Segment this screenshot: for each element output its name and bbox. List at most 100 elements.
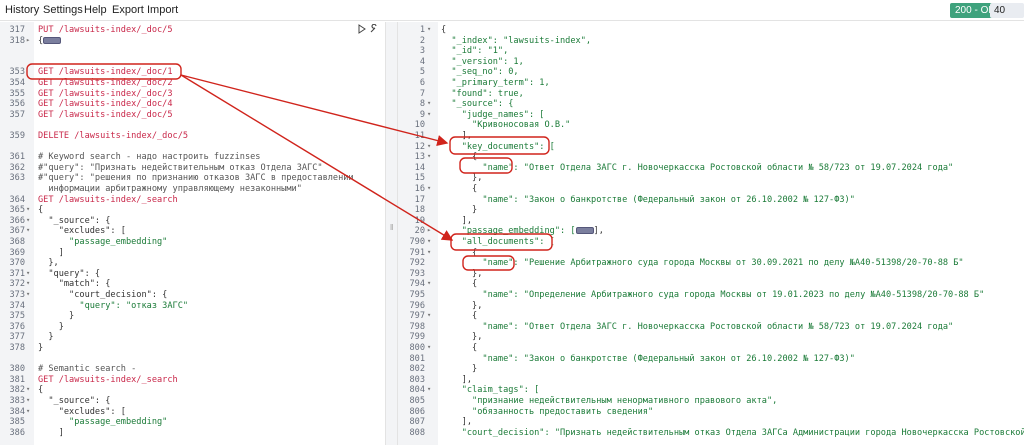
code-content: "обязанность предоставить сведения" — [441, 406, 654, 417]
line-number: 792 — [409, 258, 425, 269]
pane-splitter[interactable]: ‖ — [385, 22, 398, 445]
fold-open-icon[interactable]: ▾ — [427, 152, 432, 161]
fold-open-icon[interactable]: ▾ — [427, 25, 432, 33]
fold-closed-icon[interactable]: ▸ — [26, 35, 31, 44]
code-content: GET /lawsuits-index/_search — [38, 194, 178, 205]
fold-open-icon[interactable]: ▾ — [427, 279, 432, 288]
code-content: }, — [38, 258, 59, 269]
code-text: "_source": { — [38, 396, 110, 406]
line-number: 791 — [409, 247, 425, 258]
code-text: } — [38, 343, 43, 353]
fold-open-icon[interactable]: ▾ — [26, 279, 31, 288]
fold-open-icon[interactable]: ▾ — [427, 141, 432, 150]
line-number: 362 — [9, 162, 25, 173]
line-number: 367 — [9, 226, 25, 237]
code-content: ], — [441, 215, 473, 226]
line-number: 378 — [9, 343, 25, 353]
code-content: "key_documents": [ — [441, 141, 555, 152]
code-content: "name": "Ответ Отдела ЗАГС г. Новочеркас… — [441, 321, 954, 332]
fold-closed-icon[interactable]: ▸ — [427, 226, 432, 235]
menu-bar: History Settings Help Export Import 200 … — [0, 0, 1024, 31]
line-number: 357 — [9, 109, 25, 120]
code-content: { — [38, 205, 44, 216]
line-number: 16 — [414, 184, 425, 194]
menu-import[interactable]: Import — [147, 4, 179, 16]
menu-settings[interactable]: Settings — [43, 4, 83, 16]
code-text: "name": "Решение Арбитражного суда город… — [441, 258, 963, 268]
fold-open-icon[interactable]: ▾ — [26, 385, 31, 394]
line-number: 366 — [9, 215, 25, 226]
fold-open-icon[interactable]: ▾ — [427, 184, 432, 192]
code-text: ] — [38, 248, 64, 258]
line-number: 375 — [9, 311, 25, 322]
code-content: "Кривоносовая О.В." — [441, 120, 571, 131]
code-text: "name": "Ответ Отдела ЗАГС г. Новочеркас… — [441, 322, 953, 332]
wrench-icon[interactable] — [369, 24, 379, 34]
code-text: "query": { — [38, 269, 100, 279]
code-content: } — [38, 332, 54, 343]
code-text: ], — [441, 131, 472, 141]
splitter-grip-icon[interactable]: ‖ — [390, 223, 394, 232]
fold-open-icon[interactable]: ▾ — [427, 247, 432, 256]
code-content: { — [441, 184, 478, 194]
code-text: }, — [441, 173, 482, 183]
response-viewer: 1▾{2 "_index": "lawsuits-index",3 "_id":… — [398, 22, 1024, 445]
collapsed-block-icon[interactable] — [575, 227, 594, 235]
code-text: "обязанность предоставить сведения" — [441, 407, 653, 417]
line-number: 373 — [9, 290, 25, 300]
fold-open-icon[interactable]: ▾ — [26, 226, 31, 235]
fold-open-icon[interactable]: ▾ — [26, 205, 31, 214]
line-number: 384 — [9, 406, 25, 417]
fold-open-icon[interactable]: ▾ — [427, 109, 432, 118]
fold-open-icon[interactable]: ▾ — [26, 268, 31, 277]
code-content: { — [441, 279, 478, 290]
code-text: #"query": "решения по признанию отказов … — [38, 173, 354, 183]
fold-open-icon[interactable]: ▾ — [427, 237, 432, 245]
line-number: 10 — [414, 120, 425, 131]
menu-export[interactable]: Export — [112, 4, 144, 16]
code-content: #"query": "Признать недействительным отк… — [38, 162, 323, 173]
line-number: 794 — [409, 279, 425, 290]
code-content: "court_decision": "Признать недействител… — [441, 427, 1024, 438]
code-content: GET /lawsuits-index/_doc/5 — [38, 109, 173, 120]
line-number: 364 — [9, 194, 25, 205]
fold-open-icon[interactable]: ▾ — [427, 311, 432, 320]
line-number: 801 — [409, 353, 425, 364]
line-number: 4 — [419, 56, 425, 67]
play-icon[interactable] — [357, 24, 367, 34]
code-content: }, — [441, 332, 483, 343]
fold-open-icon[interactable]: ▾ — [427, 343, 432, 351]
code-text: { — [38, 36, 62, 46]
menu-help[interactable]: Help — [84, 4, 107, 16]
code-content: ], — [441, 417, 473, 428]
fold-open-icon[interactable]: ▾ — [427, 99, 432, 108]
collapsed-block-icon[interactable] — [43, 36, 62, 44]
code-content: { — [441, 152, 478, 163]
line-number: 8 — [419, 99, 425, 110]
line-number: 6 — [419, 78, 425, 88]
line-number: 805 — [409, 396, 425, 406]
code-content: "_source": { — [38, 396, 111, 406]
code-content: } — [38, 321, 64, 332]
fold-open-icon[interactable]: ▾ — [427, 385, 432, 394]
code-text: }, — [441, 301, 482, 311]
code-content: { — [441, 311, 478, 322]
line-number: 7 — [419, 88, 425, 99]
line-number: 353 — [9, 67, 25, 78]
code-content: "passage_embedding" — [38, 417, 168, 428]
code-content: PUT /lawsuits-index/_doc/5 — [38, 25, 173, 35]
line-number: 380 — [9, 364, 25, 375]
menu-history[interactable]: History — [5, 4, 40, 16]
code-content: "excludes": [ — [38, 406, 126, 417]
code-content: "_index": "lawsuits-index", — [441, 35, 592, 46]
code-content: "_primary_term": 1, — [441, 78, 550, 88]
fold-open-icon[interactable]: ▾ — [26, 290, 31, 298]
code-text: } — [38, 332, 54, 343]
code-content: GET /lawsuits-index/_doc/1 — [38, 67, 173, 78]
code-content: "_seq_no": 0, — [441, 67, 519, 78]
code-content: } — [441, 364, 478, 375]
fold-open-icon[interactable]: ▾ — [26, 406, 31, 415]
fold-open-icon[interactable]: ▾ — [26, 215, 31, 224]
fold-open-icon[interactable]: ▾ — [26, 396, 31, 404]
